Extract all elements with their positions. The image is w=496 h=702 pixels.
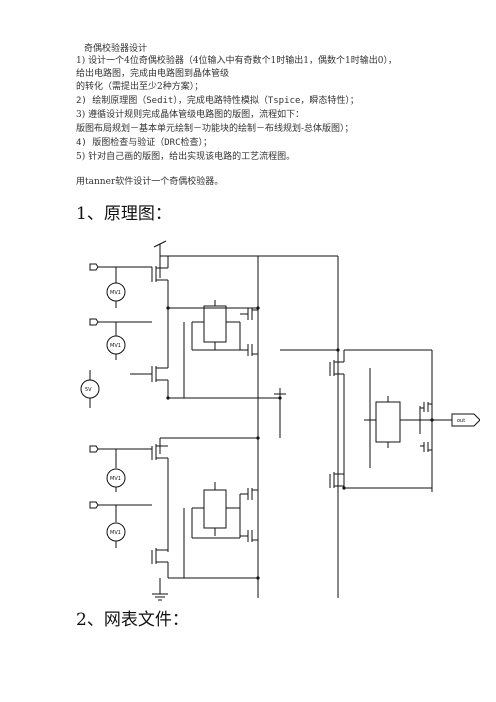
req-line-3: 的转化（需提出至少2种方案）；: [76, 82, 204, 92]
ground-symbol: [152, 588, 168, 601]
intro-text: 用tanner软件设计一个奇偶校验器。: [76, 177, 224, 187]
xor-stage-lower: [151, 437, 258, 588]
pulse-source-2: [106, 322, 126, 360]
req-line-7: 4) 版图检查与验证（DRC检查）；: [76, 138, 213, 148]
center-node: [274, 388, 286, 438]
output-label: out: [457, 418, 465, 424]
req-line-5: 3) 遵循设计规则完成晶体管级电路图的版图，流程如下：: [76, 110, 305, 120]
section-heading-netlist: 2、网表文件：: [76, 610, 189, 630]
source-label-3: MV1: [110, 476, 121, 482]
input-port-d: [89, 501, 152, 509]
junction-dots: [166, 306, 434, 580]
doc-title: 奇偶校验器设计: [84, 44, 148, 54]
input-port-a: [89, 263, 152, 271]
source-label-1: MV1: [110, 290, 121, 296]
input-port-b: [89, 318, 152, 326]
req-line-8: 5) 针对自己画的版图，给出实现该电路的工艺流程图。: [76, 152, 296, 162]
vdd-symbol-top: [153, 240, 167, 256]
pulse-source-3: [106, 449, 126, 492]
pulse-source-4: [106, 505, 126, 548]
output-port: [451, 413, 480, 427]
req-line-2: 给出电路图，完成由电路图到晶体管级: [76, 69, 230, 79]
req-line-1: 1) 设计一个4位奇偶校验器（4位输入中有奇数个1时输出1，偶数个1时输出0），: [76, 56, 397, 66]
section-heading-schematic: 1、原理图：: [76, 204, 172, 224]
source-label-2: MV1: [110, 343, 121, 349]
req-line-6: 版图布局规划－基本单元绘制－功能块的绘制－布线规划-总体版图）；: [76, 124, 354, 134]
xor-stage-upper: [130, 256, 280, 399]
pulse-source-1: [106, 267, 126, 308]
source-label-4: MV1: [110, 530, 121, 536]
xor-stage-output: [280, 349, 452, 492]
schematic-figure: MV1 MV1 MV1 MV1 5V out: [80, 240, 480, 601]
input-port-c: [89, 445, 152, 453]
req-line-4: 2) 绘制原理图（Sedit），完成电路特性模拟（Tspice，瞬态特性）；: [76, 96, 359, 106]
dc-source: [80, 370, 100, 408]
dc-source-label: 5V: [85, 387, 92, 393]
